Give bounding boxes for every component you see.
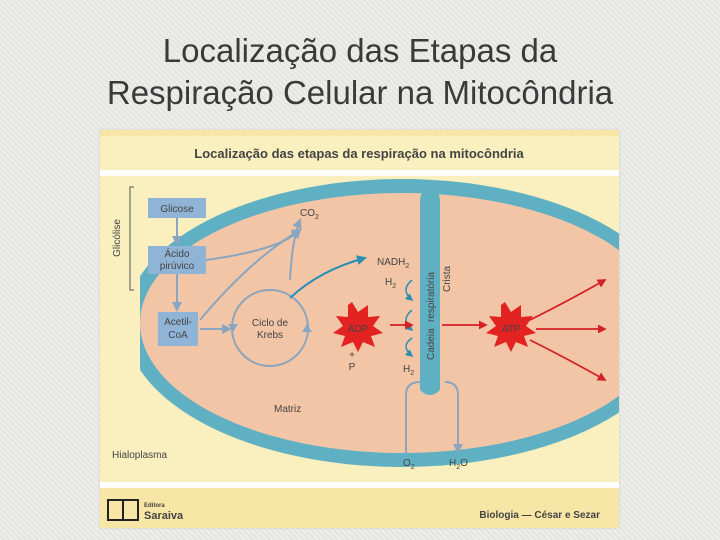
hialoplasma-label: Hialoplasma (112, 450, 167, 461)
glicolise-label: Glicólise (112, 219, 123, 257)
publisher-line-1: Editora (144, 503, 165, 509)
acido-label-line-2: pirúvico (160, 261, 195, 272)
arrow-atp-out-1 (529, 279, 607, 321)
slide-title-line-1: Localização das Etapas da (162, 32, 558, 69)
cadeia-label: Cadeia (426, 328, 437, 360)
arrow-co2-2 (199, 228, 302, 321)
header-divider (100, 170, 619, 176)
adp-starburst (333, 302, 383, 352)
h2-top-label: H2 (385, 277, 396, 290)
slide-title-line-2: Respiração Celular na Mitocôndria (106, 74, 614, 111)
atp-label: ATP (502, 324, 521, 335)
co2-label: CO2 (300, 208, 319, 221)
slide-title: Localização das Etapas da Respiração Cel… (0, 30, 720, 114)
arrow-atp-out-3 (529, 339, 607, 381)
nadh2-label: NADH2 (377, 257, 409, 270)
saraiva-logo: Editora Saraiva (107, 499, 184, 522)
h-arrow-3 (404, 337, 414, 357)
acido-piruvico-box (148, 246, 206, 274)
adp-label: ADP (348, 324, 369, 335)
h2-bottom-label: H2 (403, 364, 414, 377)
cytoplasm-left (100, 176, 140, 482)
arrow-to-nadh2 (289, 255, 367, 299)
footer-band (100, 488, 619, 528)
mitochondria-diagram: Localização das etapas da respiração na … (100, 130, 619, 528)
acetil-coa-box (158, 312, 198, 346)
header-top-band (100, 130, 619, 136)
crista-top (420, 186, 440, 202)
plus-label: + (349, 350, 355, 361)
credit-label: Biologia — César e Sezar (479, 510, 600, 521)
figure-header: Localização das etapas da respiração na … (194, 146, 524, 161)
arrow-o2-in (405, 381, 421, 455)
mitochondria-figure: Localização das etapas da respiração na … (100, 130, 619, 528)
matriz-label: Matriz (274, 404, 301, 415)
krebs-label-line-2: Krebs (257, 330, 283, 341)
glicose-box (148, 198, 206, 218)
acido-label-line-1: Ácido (164, 247, 189, 260)
glicolise-bracket (129, 186, 134, 291)
krebs-arrowhead-2 (302, 324, 312, 332)
crista (420, 202, 440, 395)
h2o-label: H2O (449, 458, 468, 471)
footer-divider (100, 482, 619, 488)
acetil-label-line-2: CoA (168, 330, 188, 341)
acetil-label-line-1: Acetil- (164, 317, 192, 328)
crista-label: Crista (442, 265, 453, 292)
publisher-line-2: Saraiva (144, 510, 184, 522)
respiratoria-label: respiratória (426, 272, 437, 322)
p-label: P (349, 362, 356, 373)
atp-starburst (486, 302, 536, 352)
h-arrow-1 (404, 279, 414, 301)
o2-label: O2 (403, 458, 415, 471)
arrow-h2o-out (444, 381, 463, 454)
arrow-co2-3 (289, 218, 302, 281)
glicose-label: Glicose (160, 204, 194, 215)
krebs-label-line-1: Ciclo de (252, 318, 289, 329)
